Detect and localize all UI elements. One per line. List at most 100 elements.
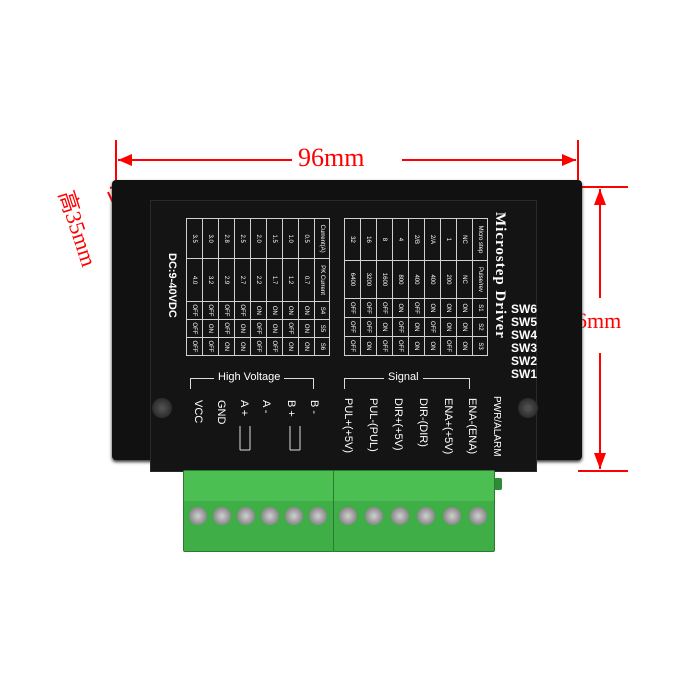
table-cell: OFF — [440, 336, 457, 356]
table-cell: ON — [234, 319, 251, 338]
table-cell: OFF — [250, 319, 267, 338]
table-cell: ON — [456, 336, 473, 356]
table-cell: 4.0 — [186, 258, 203, 302]
table-cell: ON — [408, 317, 425, 337]
table-cell: 3.0 — [202, 218, 219, 259]
table-cell: ON — [250, 301, 267, 320]
terminal-block-top — [184, 471, 334, 501]
table-cell: OFF — [408, 298, 425, 318]
table-header: S1 — [472, 298, 488, 318]
table-cell: 1.0 — [282, 218, 299, 259]
table-header: Current(A) — [314, 218, 330, 259]
screw-icon[interactable] — [365, 507, 383, 525]
table-header: S2 — [472, 317, 488, 337]
screw-icon[interactable] — [417, 507, 435, 525]
terminal-label-pul-plus: PUL+(+5V) — [342, 398, 354, 454]
table-cell: ON — [298, 301, 315, 320]
table-cell: ON — [218, 337, 235, 356]
height-dimension — [578, 183, 628, 475]
table-cell: ON — [202, 319, 219, 338]
screw-icon[interactable] — [391, 507, 409, 525]
table-cell: ON — [408, 336, 425, 356]
table-cell: ON — [392, 298, 409, 318]
table-cell: 400 — [424, 260, 441, 299]
screw-icon[interactable] — [339, 507, 357, 525]
terminal-screw-row — [184, 505, 334, 531]
table-cell: ON — [360, 336, 377, 356]
screw-icon[interactable] — [309, 507, 327, 525]
table-cell: OFF — [344, 336, 361, 356]
device-title: Microstep Driver — [492, 212, 508, 339]
terminal-label-pul-minus: PUL-(PUL) — [367, 398, 379, 452]
terminal-label-dir-plus: DIR+(+5V) — [392, 398, 404, 451]
switch-labels: SW6 SW5 SW4 SW3 SW2 SW1 — [511, 303, 537, 381]
height-arrow-icon — [578, 186, 628, 472]
switch-label-sw3: SW3 — [511, 341, 538, 355]
table-cell: 1.7 — [266, 258, 283, 302]
terminal-label-ena-minus: ENA-(ENA) — [466, 398, 478, 455]
table-cell: 4 — [392, 218, 409, 261]
table-cell: OFF — [250, 337, 267, 356]
switch-label-sw2: SW2 — [511, 354, 538, 368]
table-cell: ON — [298, 319, 315, 338]
table-cell: 3.2 — [202, 258, 219, 302]
table-cell: 6400 — [344, 260, 361, 299]
table-cell: 16 — [360, 218, 377, 261]
table-header: Pulse/rev — [472, 260, 488, 299]
table-cell: ON — [376, 317, 393, 337]
table-cell: OFF — [360, 317, 377, 337]
screw-icon[interactable] — [237, 507, 255, 525]
terminal-label-a-plus: A + — [238, 400, 250, 417]
table-cell: ON — [234, 337, 251, 356]
table-cell: ON — [266, 319, 283, 338]
width-arrow-icon — [115, 140, 579, 180]
table-cell: OFF — [218, 319, 235, 338]
led-indicator — [494, 478, 502, 490]
signal-label: Signal — [384, 371, 423, 383]
screw-icon[interactable] — [189, 507, 207, 525]
screw-icon[interactable] — [285, 507, 303, 525]
power-spec-label: DC:9-40VDC — [166, 253, 178, 318]
table-cell: 3.5 — [186, 218, 203, 259]
table-cell: 2/B — [408, 218, 425, 261]
terminal-label-b-minus: B - — [308, 400, 320, 415]
terminal-label-ena-plus: ENA+(+5V) — [442, 398, 454, 455]
table-cell: ON — [440, 298, 457, 318]
table-cell: ON — [266, 301, 283, 320]
table-cell: OFF — [392, 336, 409, 356]
table-cell: OFF — [424, 317, 441, 337]
table-cell: 1 — [440, 218, 457, 261]
switch-label-sw1: SW1 — [511, 367, 538, 381]
table-cell: NC — [456, 218, 473, 261]
table-cell: OFF — [376, 336, 393, 356]
table-cell: 2.5 — [234, 218, 251, 259]
table-cell: ON — [456, 298, 473, 318]
table-cell: 2.9 — [218, 258, 235, 302]
screw-icon[interactable] — [213, 507, 231, 525]
table-cell: OFF — [344, 298, 361, 318]
terminal-block-high-voltage — [183, 470, 335, 552]
table-cell: ON — [424, 336, 441, 356]
screw-icon[interactable] — [443, 507, 461, 525]
screw-icon[interactable] — [261, 507, 279, 525]
table-cell: 8 — [376, 218, 393, 261]
screw-icon[interactable] — [469, 507, 487, 525]
switch-label-sw6: SW6 — [511, 302, 538, 316]
terminal-label-dir-minus: DIR-(DIR) — [417, 398, 429, 447]
table-cell: OFF — [376, 298, 393, 318]
